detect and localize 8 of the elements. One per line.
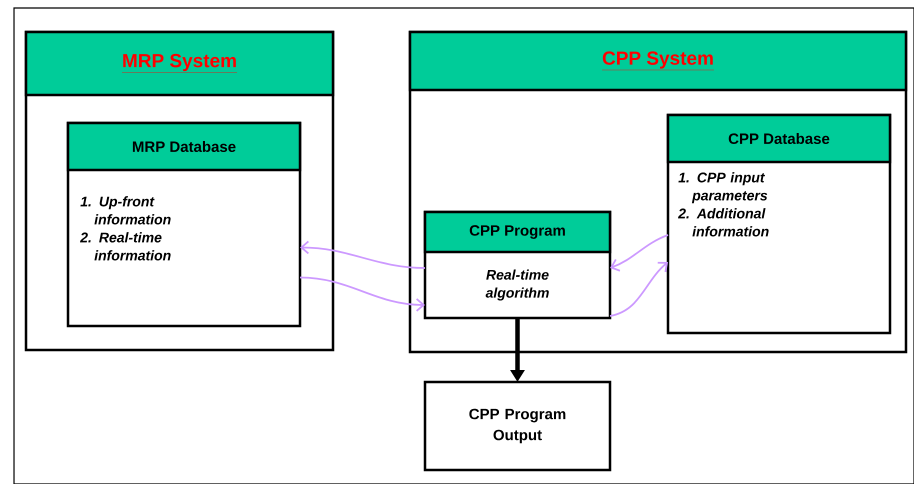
output-box: CPP Program Output bbox=[424, 380, 612, 472]
component-box: CPP Program Real-time algorithm bbox=[424, 210, 612, 320]
arrow bbox=[610, 234, 668, 272]
arrow bbox=[300, 240, 426, 269]
arrow bbox=[610, 262, 668, 317]
arrow bbox=[300, 276, 425, 312]
component-box: MRP Database 1. Up-front information 2. Real-time information bbox=[66, 122, 302, 328]
component-box: CPP Database 1. CPP input parameters 2. Additional information bbox=[666, 114, 892, 334]
